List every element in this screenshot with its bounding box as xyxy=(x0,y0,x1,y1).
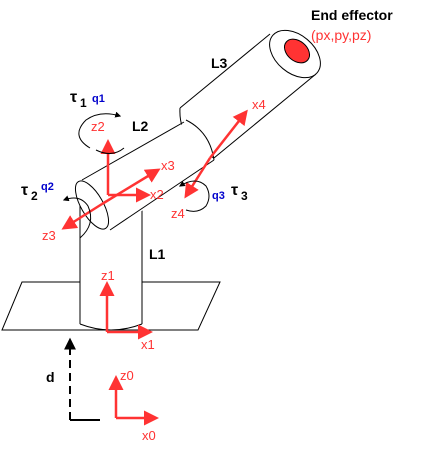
torque-1-symbol: τ xyxy=(70,89,77,106)
frame-x4-label: x4 xyxy=(252,97,266,112)
torque-1-arc xyxy=(78,111,122,149)
frame-x3-label: x3 xyxy=(161,158,175,173)
link-l2-label: L2 xyxy=(132,118,149,134)
torque-3-arc xyxy=(178,180,210,212)
torque-1-sub: 1 xyxy=(80,96,87,110)
torque-2-q: q2 xyxy=(41,181,54,193)
torque-1-lower-arc xyxy=(95,147,125,154)
offset-d-label: d xyxy=(46,369,55,385)
offset-d-arrow xyxy=(64,337,100,421)
frame-z4-label: z4 xyxy=(171,206,185,221)
torque-1-q: q1 xyxy=(92,93,105,105)
frame-z3-label: z3 xyxy=(42,228,56,243)
frame-x0-label: x0 xyxy=(142,428,156,443)
frame-4-axes xyxy=(184,109,248,199)
torque-3-sub: 3 xyxy=(241,189,248,203)
link-l1-label: L1 xyxy=(149,246,166,262)
frame-z0-label: z0 xyxy=(120,368,134,383)
frame-x2-label: x2 xyxy=(150,187,164,202)
frame-z2-label: z2 xyxy=(91,119,105,134)
link-l3-label: L3 xyxy=(211,55,228,71)
torque-2-sub: 2 xyxy=(31,189,38,203)
frame-1-axes xyxy=(99,281,153,340)
end-effector-cap-fill xyxy=(283,38,311,64)
torque-2-symbol: τ xyxy=(21,182,28,199)
torque-3-symbol: τ xyxy=(231,182,238,199)
torque-2-arc xyxy=(62,195,92,239)
end-effector-title: End effector xyxy=(311,7,393,23)
frame-z1-label: z1 xyxy=(101,268,115,283)
frame-0-axes xyxy=(108,375,159,426)
frame-3-axes xyxy=(61,168,161,230)
frame-x1-label: x1 xyxy=(141,337,155,352)
torque-3-q: q3 xyxy=(212,190,225,202)
end-effector-coords: (px,py,pz) xyxy=(311,27,371,43)
